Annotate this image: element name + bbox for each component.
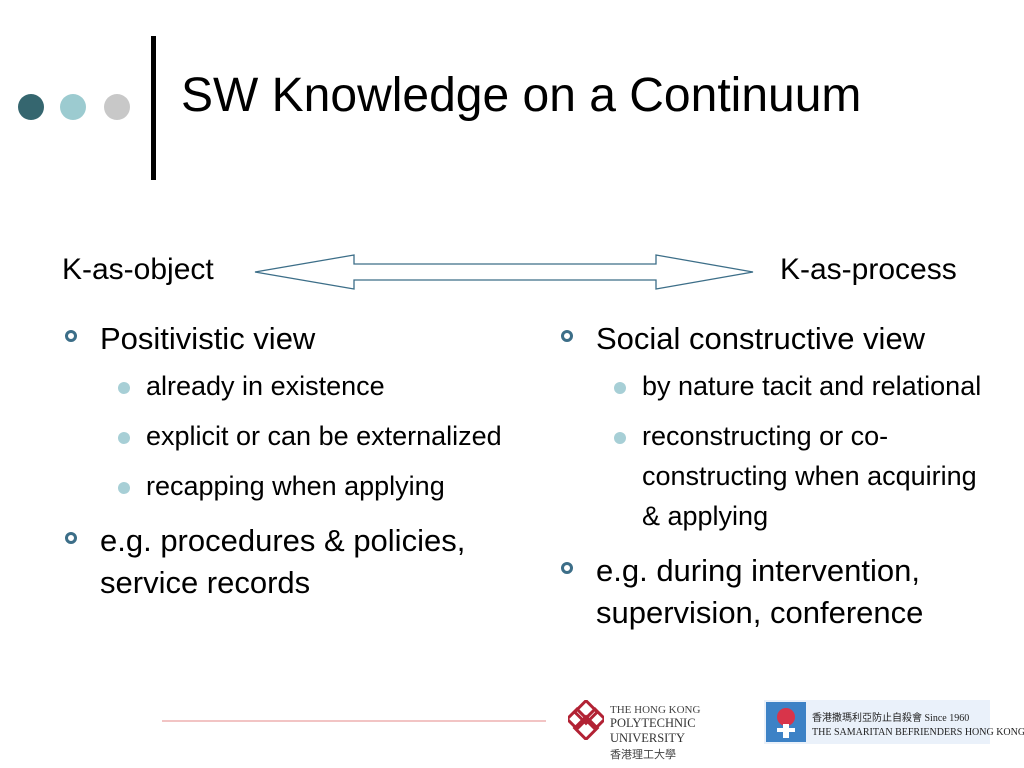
sub-bullet-item: by nature tacit and relational [558, 366, 998, 406]
bullet-text: Social constructive view [596, 321, 926, 356]
sub-bullet-item: already in existence [62, 366, 502, 406]
label-k-as-process: K-as-process [780, 253, 957, 286]
sub-bullet-item: recapping when applying [62, 466, 502, 506]
bullet-item: e.g. during intervention, supervision, c… [558, 550, 998, 634]
slide-title: SW Knowledge on a Continuum [181, 69, 862, 122]
ring-bullet-icon [65, 330, 77, 342]
dot-bullet-icon [118, 382, 130, 394]
dot-bullet-icon [614, 432, 626, 444]
dot-bullet-icon [118, 432, 130, 444]
samaritan-emblem-icon [766, 702, 806, 742]
bullet-text: by nature tacit and relational [642, 371, 982, 401]
bullet-item: e.g. procedures & policies, service reco… [62, 520, 502, 604]
bullet-text: reconstructing or co-constructing when a… [642, 421, 977, 531]
footer-divider [162, 720, 546, 722]
samaritan-logo: 香港撒瑪利亞防止自殺會 Since 1960 THE SAMARITAN BEF… [764, 700, 1024, 744]
polyu-emblem-icon [568, 700, 604, 740]
ring-bullet-icon [561, 562, 573, 574]
polyu-line-3: 香港理工大學 [610, 749, 676, 761]
bullet-text: Positivistic view [100, 321, 316, 356]
sub-bullet-item: explicit or can be externalized [62, 416, 502, 456]
decor-dot-3 [104, 94, 130, 120]
samaritan-line-2: THE SAMARITAN BEFRIENDERS HONG KONG [812, 727, 1024, 738]
title-divider [151, 36, 156, 180]
double-arrow-icon [254, 254, 754, 290]
dot-bullet-icon [118, 482, 130, 494]
polyu-logo: THE HONG KONG POLYTECHNIC UNIVERSITY 香港理… [568, 698, 740, 761]
bullet-text: e.g. during intervention, supervision, c… [596, 553, 924, 630]
label-k-as-object: K-as-object [62, 253, 214, 286]
polyu-line-2: POLYTECHNIC UNIVERSITY [610, 716, 696, 745]
decor-dot-2 [60, 94, 86, 120]
left-column: Positivistic view already in existence exp… [62, 318, 502, 604]
samaritan-line-1: 香港撒瑪利亞防止自殺會 Since 1960 [812, 713, 970, 724]
bullet-text: recapping when applying [146, 471, 445, 501]
ring-bullet-icon [561, 330, 573, 342]
bullet-item: Positivistic view [62, 318, 502, 360]
sub-bullet-item: reconstructing or co-constructing when a… [558, 416, 998, 536]
bullet-text: already in existence [146, 371, 385, 401]
dot-bullet-icon [614, 382, 626, 394]
bullet-text: explicit or can be externalized [146, 421, 502, 451]
bullet-item: Social constructive view [558, 318, 998, 360]
bullet-text: e.g. procedures & policies, service reco… [100, 523, 466, 600]
polyu-line-1: THE HONG KONG [610, 704, 701, 716]
decor-dot-1 [18, 94, 44, 120]
right-column: Social constructive view by nature tacit … [558, 318, 998, 634]
ring-bullet-icon [65, 532, 77, 544]
